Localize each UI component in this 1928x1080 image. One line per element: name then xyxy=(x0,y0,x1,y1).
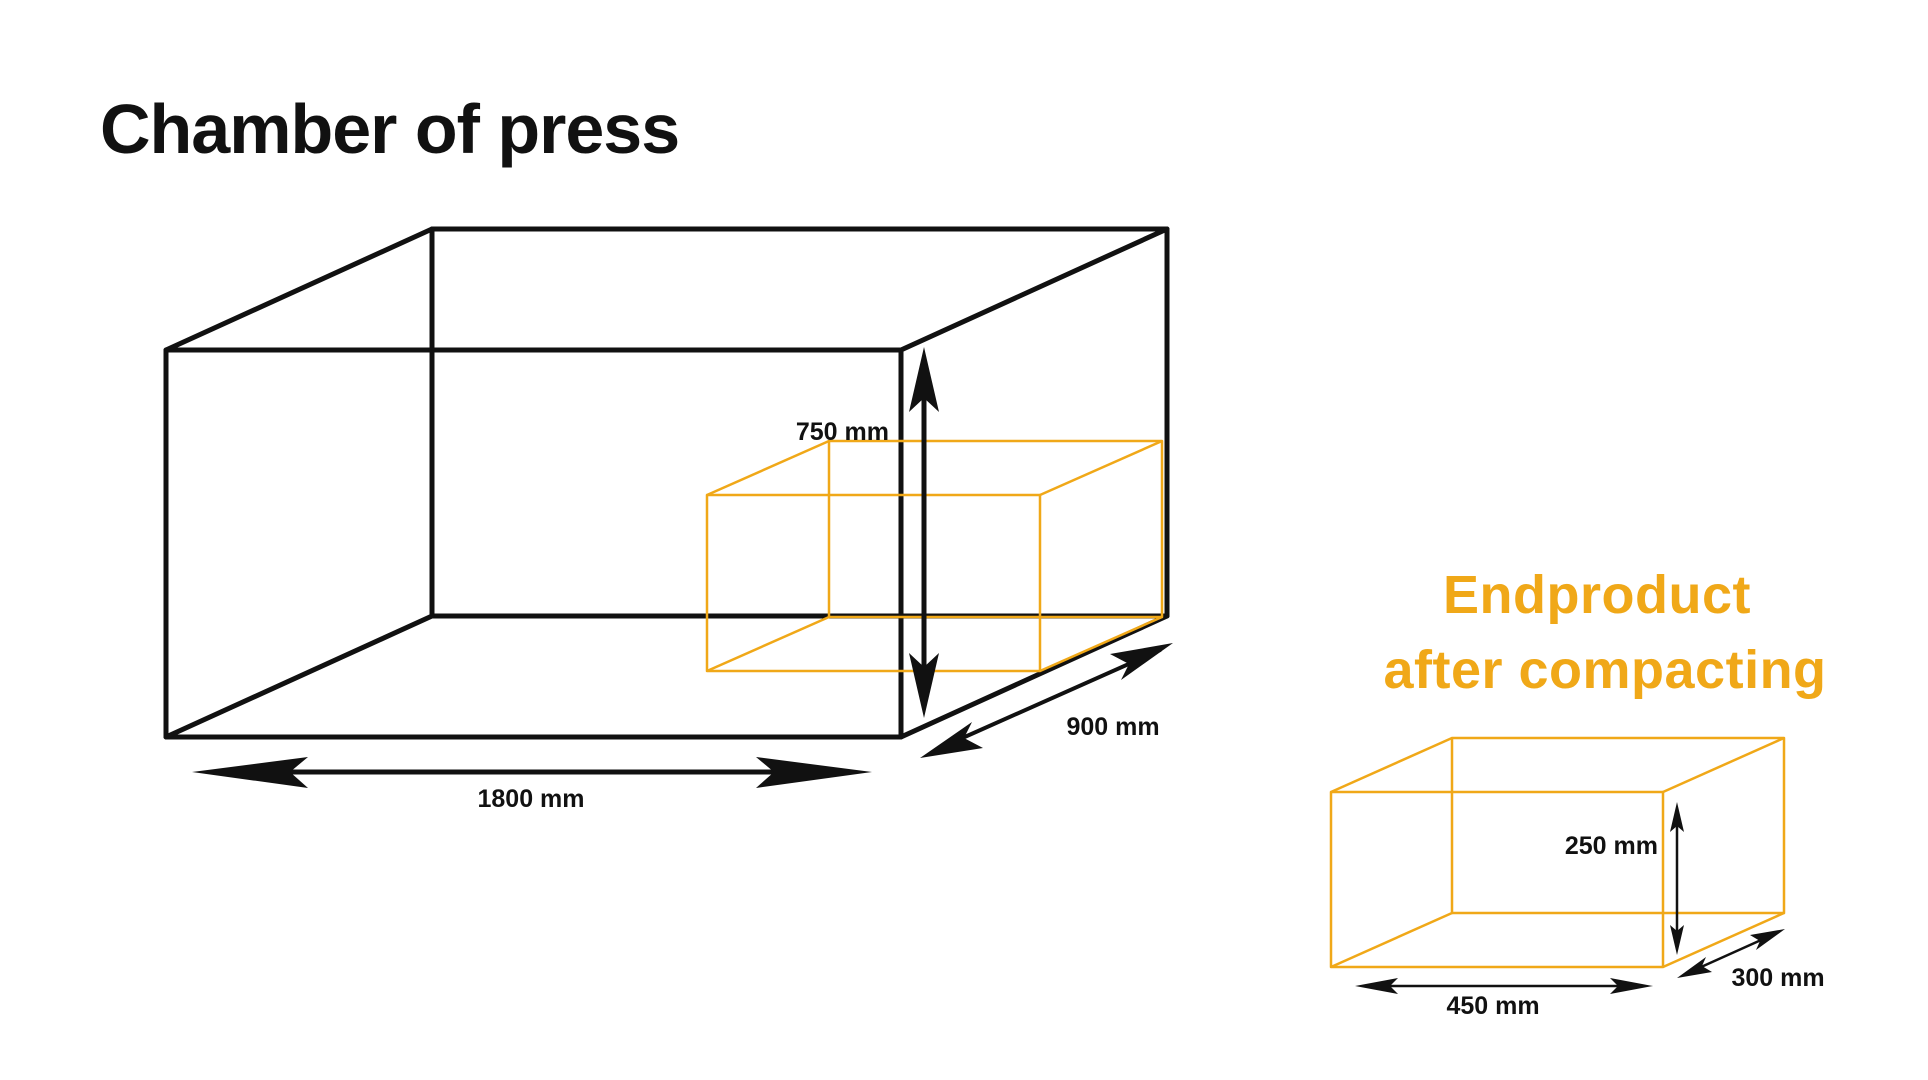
product-box-in-chamber xyxy=(705,439,1164,673)
arrowhead-lower xyxy=(1677,957,1712,978)
inner-product-edge-bl xyxy=(706,615,830,673)
inner-product-edge-tr xyxy=(1039,439,1163,497)
chamber-edge-top-right xyxy=(898,226,1170,353)
arrowhead-left xyxy=(192,757,308,788)
page-title: Chamber of press xyxy=(100,90,679,168)
product-length-arrow xyxy=(1355,978,1653,994)
arrowhead-left xyxy=(1355,978,1398,994)
chamber-edge-top-left xyxy=(163,226,435,353)
chamber-length-label: 1800 mm xyxy=(477,785,584,813)
arrowhead-bottom xyxy=(1670,925,1684,955)
inner-product-back-face xyxy=(827,439,1164,619)
length-arrow xyxy=(192,757,872,788)
endproduct-heading-line2: after compacting xyxy=(1383,640,1826,700)
depth-arrow xyxy=(920,643,1173,758)
endproduct-box xyxy=(1329,736,1786,969)
endproduct-edge-bl xyxy=(1330,911,1453,969)
chamber-box xyxy=(163,226,1170,740)
chamber-height-label: 750 mm xyxy=(796,418,889,446)
product-depth-arrow xyxy=(1677,929,1785,978)
arrowhead-upper xyxy=(1110,643,1173,680)
arrowhead-right xyxy=(1610,978,1653,994)
endproduct-heading-line1: Endproduct xyxy=(1443,565,1751,625)
inner-product-front-face xyxy=(705,493,1042,673)
product-height-label: 250 mm xyxy=(1565,832,1658,860)
chamber-edge-bottom-right xyxy=(898,613,1170,740)
chamber-edge-bottom-left xyxy=(163,613,435,740)
chamber-back-face xyxy=(429,226,1170,619)
arrowhead-right xyxy=(756,757,872,788)
product-length-label: 450 mm xyxy=(1446,992,1539,1020)
product-height-arrow xyxy=(1670,802,1684,955)
chamber-front-face xyxy=(163,347,904,740)
chamber-depth-label: 900 mm xyxy=(1066,713,1159,741)
product-depth-label: 300 mm xyxy=(1731,964,1824,992)
arrowhead-bottom xyxy=(909,653,939,718)
height-arrow xyxy=(909,347,939,718)
arrowhead-top xyxy=(1670,802,1684,832)
endproduct-edge-tl xyxy=(1330,736,1453,794)
arrowhead-top xyxy=(909,347,939,412)
arrowhead-lower xyxy=(920,722,983,758)
endproduct-edge-tr xyxy=(1662,736,1785,794)
arrowhead-upper xyxy=(1750,929,1785,950)
endproduct-back-face xyxy=(1450,736,1786,915)
endproduct-edge-br xyxy=(1662,911,1785,969)
inner-product-edge-br xyxy=(1039,615,1163,673)
inner-product-edge-tl xyxy=(706,439,830,497)
endproduct-front-face xyxy=(1329,790,1665,969)
